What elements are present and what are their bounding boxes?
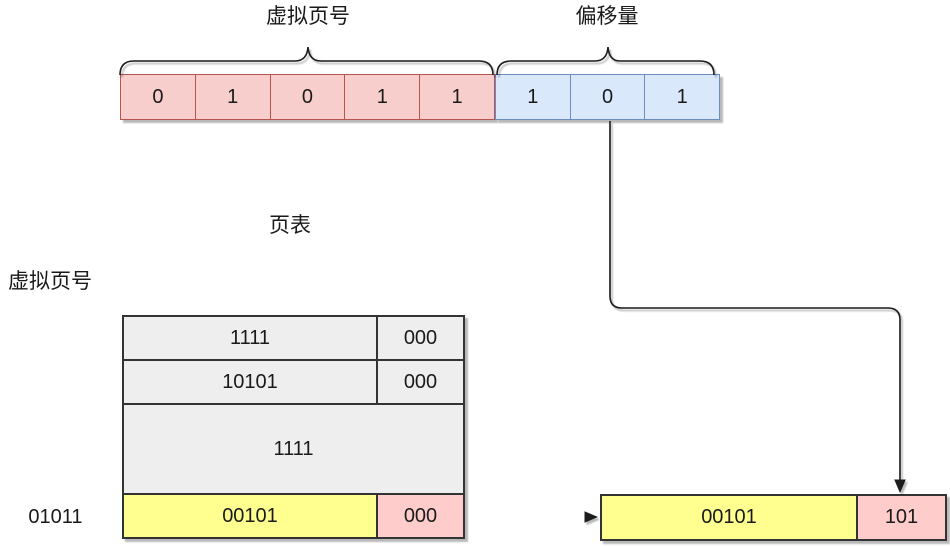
offset-brace [496,46,715,76]
offset-cell: 000 [376,317,463,359]
offset-cell-highlighted: 000 [376,495,463,537]
frame-arrowhead [584,511,598,523]
virtual-page-bit-cell: 1 [194,75,270,119]
virtual-page-bit-cell: 0 [152,85,164,108]
physical-frame-cell: 00101 [602,496,856,539]
offset-cell: 000 [376,361,463,403]
frame-cell-highlighted: 00101 [124,495,376,537]
page-table-row: 1111 000 [124,317,463,359]
frame-cell: 10101 [222,370,278,393]
offset-bit-cell: 0 [569,75,645,119]
page-table-row: 10101 000 [124,359,463,403]
virtual-page-bits-row: 0 1 0 1 1 [120,74,495,120]
physical-offset-cell: 101 [856,496,945,539]
page-table: 1111 000 10101 000 1111 00101 000 [122,315,465,539]
page-table-row-merged: 1111 [124,403,463,493]
offset-bit-cell: 1 [644,75,719,119]
virtual-page-number-label-top: 虚拟页号 [266,5,350,28]
page-table-row-highlighted: 00101 000 [124,493,463,537]
virtual-page-bit-cell: 1 [419,75,494,119]
virtual-page-number-label-left: 虚拟页号 [8,270,92,293]
offset-connector-arrowhead [894,479,906,493]
virtual-page-brace [119,46,494,76]
lookup-index-label: 01011 [28,506,83,528]
frame-cell: 1111 [273,437,314,460]
frame-cell: 1111 [229,326,271,349]
offset-bits-row: 1 0 1 [495,74,720,120]
offset-label-top: 偏移量 [575,5,639,28]
offset-connector-line [609,121,901,480]
page-table-label: 页表 [269,214,311,237]
virtual-page-bit-cell: 0 [269,75,345,119]
virtual-page-bit-cell: 1 [344,75,419,119]
offset-bit-cell: 1 [527,85,539,108]
physical-address-box: 00101 101 [600,494,947,541]
